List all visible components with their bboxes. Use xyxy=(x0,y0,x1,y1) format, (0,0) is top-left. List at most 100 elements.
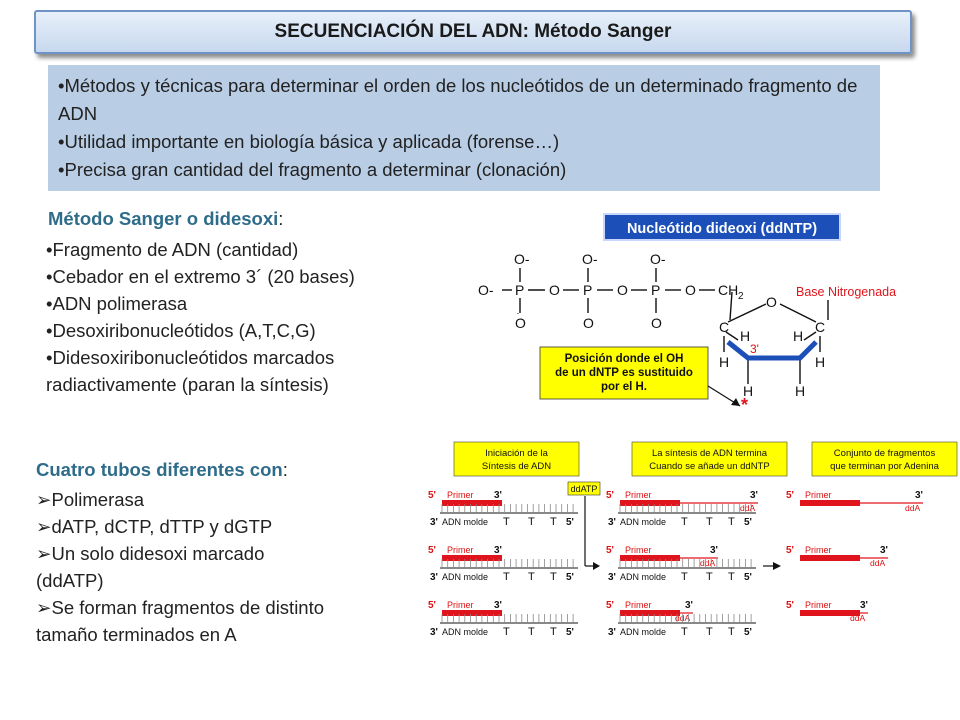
ddatp-box xyxy=(567,481,601,496)
panel-title: La síntesis de ADN termina xyxy=(652,448,768,459)
panel-title: Síntesis de ADN xyxy=(482,461,551,472)
primer-label: Primer xyxy=(805,600,832,610)
three-prime-label: 3' xyxy=(494,600,502,611)
five-prime-label: 5' xyxy=(606,490,614,501)
primer-label: Primer xyxy=(447,600,474,610)
dda-label: ddA xyxy=(870,558,885,568)
note-arrow-head xyxy=(731,398,740,406)
five-prime-label: 5' xyxy=(786,490,794,501)
primer-label: Primer xyxy=(625,600,652,610)
phosphate-bonds xyxy=(502,268,733,321)
five-prime-label: 5' xyxy=(786,545,794,556)
dda-label: ddA xyxy=(740,503,755,513)
atom-label: C xyxy=(719,319,729,335)
atom-label: CH xyxy=(718,282,738,298)
atom-label: H xyxy=(815,354,825,370)
three-prime-label: 3' xyxy=(494,490,502,501)
atom-label: P xyxy=(583,282,592,298)
note-line: de un dNTP es sustituido xyxy=(555,367,693,379)
panel-arrow-head xyxy=(773,562,781,570)
atom-label: C xyxy=(815,319,825,335)
five-prime-label: 5' xyxy=(606,545,614,556)
t-label: T xyxy=(706,516,713,528)
atom-label: P xyxy=(651,282,660,298)
template-label: ADN molde xyxy=(442,627,488,637)
tubes-heading-colon: : xyxy=(282,459,288,480)
three-prime-label: 3' xyxy=(608,627,616,638)
t-label: T xyxy=(728,571,735,583)
intro-item: •Utilidad importante en biología básica … xyxy=(58,131,560,152)
sugar-ring xyxy=(723,303,821,384)
five-prime-label: 5' xyxy=(428,490,436,501)
five-prime-label: 5' xyxy=(428,545,436,556)
t-label: T xyxy=(503,626,510,638)
t-label: T xyxy=(550,516,557,528)
primer-label: Primer xyxy=(625,545,652,555)
ddatp-arrow-head xyxy=(593,562,600,570)
five-prime-label: 5' xyxy=(786,600,794,611)
three-prime-label: 3' xyxy=(430,572,438,583)
panel-title: Iniciación de la xyxy=(485,448,549,459)
primer-bar xyxy=(800,610,860,616)
t-label: T xyxy=(681,516,688,528)
template-label: ADN molde xyxy=(442,517,488,527)
five-prime-label: 5' xyxy=(744,517,752,528)
atom-label: H xyxy=(740,328,750,344)
three-prime-label: 3' xyxy=(710,545,718,556)
primer-bar xyxy=(442,555,502,561)
t-label: T xyxy=(528,626,535,638)
base-label: Base Nitrogenada xyxy=(796,285,896,299)
arrow-bullet-icon: ➢ xyxy=(36,597,52,618)
sugar-ring-front xyxy=(726,340,818,361)
tubes-item-text: dATP, dCTP, dTTP y dGTP xyxy=(51,516,273,537)
tubes-item: (ddATP) xyxy=(36,570,104,591)
tubes-item-text: Polimerasa xyxy=(51,489,145,510)
note-line: por el H. xyxy=(601,381,647,393)
primer-label: Primer xyxy=(625,490,652,500)
primer-label: Primer xyxy=(805,545,832,555)
t-label: T xyxy=(550,571,557,583)
sanger-item: •Fragmento de ADN (cantidad) xyxy=(46,239,299,260)
five-prime-label: 5' xyxy=(566,627,574,638)
ddntp-header-box xyxy=(603,213,841,241)
note-box xyxy=(539,346,709,400)
sanger-reaction-diagram: Iniciación de la Síntesis de ADN La síntes… xyxy=(428,441,958,638)
three-prime-label: 3' xyxy=(494,545,502,556)
atom-label: O xyxy=(583,315,594,331)
t-label: T xyxy=(728,626,735,638)
panel-title: Cuando se añade un ddNTP xyxy=(649,461,769,472)
tubes-item-text: Un solo didesoxi marcado xyxy=(51,543,265,564)
atom-label: O- xyxy=(582,251,598,267)
panel-title-box xyxy=(631,441,788,477)
t-label: T xyxy=(728,516,735,528)
note-line: Posición donde el OH xyxy=(565,353,684,365)
tubes-item: ➢Un solo didesoxi marcado xyxy=(36,540,324,567)
sanger-item: •Cebador en el extremo 3´ (20 bases) xyxy=(46,266,355,287)
atom-label: O xyxy=(651,315,662,331)
five-prime-label: 5' xyxy=(566,572,574,583)
primer-bar xyxy=(442,610,502,616)
atom-label: H xyxy=(795,383,805,399)
t-label: T xyxy=(503,571,510,583)
three-prime-label: 3' xyxy=(430,517,438,528)
ddntp-structure: Nucleótido dideoxi (ddNTP) O- O- O- O- P… xyxy=(478,213,914,415)
t-label: T xyxy=(503,516,510,528)
tubes-item: ➢Polimerasa xyxy=(36,486,324,513)
primer-bar xyxy=(800,555,860,561)
primer-label: Primer xyxy=(447,545,474,555)
five-prime-label: 5' xyxy=(744,572,752,583)
primer-label: Primer xyxy=(805,490,832,500)
three-prime-label: 3' xyxy=(880,545,888,556)
three-prime-label: 3' xyxy=(608,572,616,583)
dda-label: ddA xyxy=(700,558,715,568)
tubes-heading-text: Cuatro tubos diferentes con xyxy=(36,459,283,480)
template-label: ADN molde xyxy=(620,572,666,582)
tubes-item: ➢dATP, dCTP, dTTP y dGTP xyxy=(36,513,324,540)
primer-bar xyxy=(620,500,680,506)
intro-item: •Precisa gran cantidad del fragmento a d… xyxy=(58,159,567,180)
sanger-item: •ADN polimerasa xyxy=(46,293,188,314)
template-label: ADN molde xyxy=(442,572,488,582)
atom-label: H xyxy=(743,383,753,399)
five-prime-label: 5' xyxy=(428,600,436,611)
five-prime-label: 5' xyxy=(744,627,752,638)
